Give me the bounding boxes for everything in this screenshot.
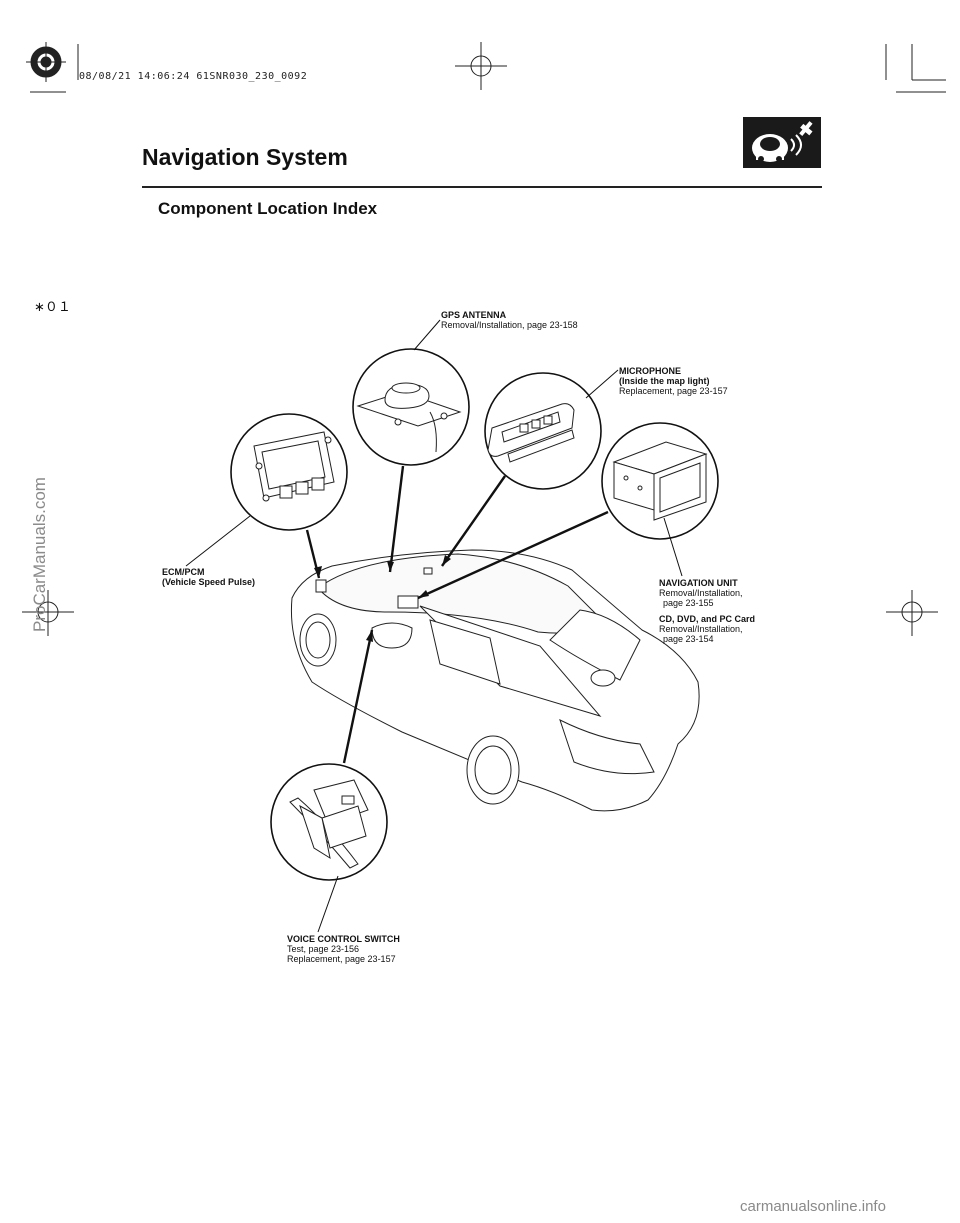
voice-control-switch-drawing bbox=[289, 779, 369, 869]
page-title: Navigation System bbox=[142, 144, 348, 170]
margin-mark: ∗０１ bbox=[34, 300, 71, 315]
page-reference-link[interactable]: Removal/Installation, page 23-158 bbox=[441, 320, 578, 330]
page-reference-link[interactable]: Removal/Installation, bbox=[659, 588, 743, 598]
arrowheads bbox=[314, 555, 451, 642]
navigation-satellite-icon bbox=[743, 117, 821, 168]
component-name: MICROPHONE bbox=[619, 366, 682, 376]
page-reference-link[interactable]: Test, page 23-156 bbox=[287, 944, 360, 954]
callout-microphone: MICROPHONE (Inside the map light) Replac… bbox=[619, 366, 728, 396]
component-name: CD, DVD, and PC Card bbox=[659, 614, 756, 624]
microphone-map-light-drawing bbox=[487, 403, 575, 463]
sedan-car-outline bbox=[290, 549, 700, 812]
callout-pointer-lines bbox=[185, 319, 683, 933]
component-location-note: (Inside the map light) bbox=[619, 376, 710, 386]
page-reference-link[interactable]: Removal/Installation, bbox=[659, 624, 743, 634]
callout-ecm-pcm: ECM/PCM (Vehicle Speed Pulse) bbox=[162, 567, 255, 587]
title-rule bbox=[142, 186, 822, 188]
page-reference-link[interactable]: Replacement, page 23-157 bbox=[287, 954, 396, 964]
print-stamp: 08/08/21 14:06:24 61SNR030_230_0092 bbox=[79, 71, 308, 82]
registration-target bbox=[26, 42, 66, 82]
page-reference-link[interactable]: page 23-155 bbox=[663, 598, 714, 608]
callout-gps-antenna: GPS ANTENNA Removal/Installation, page 2… bbox=[441, 310, 578, 330]
gps-antenna-drawing bbox=[356, 382, 462, 453]
ecm-pcm-drawing bbox=[253, 431, 335, 502]
page-reference-link[interactable]: page 23-154 bbox=[663, 634, 714, 644]
component-name: NAVIGATION UNIT bbox=[659, 578, 738, 588]
component-location-note: (Vehicle Speed Pulse) bbox=[162, 577, 256, 587]
callout-voice-control-switch: VOICE CONTROL SWITCH Test, page 23-156 R… bbox=[287, 934, 400, 964]
side-watermark: ProCarManuals.com bbox=[30, 477, 49, 632]
callout-leader-lines bbox=[305, 465, 609, 764]
section-title: Component Location Index bbox=[158, 199, 378, 218]
page-reference-link[interactable]: Replacement, page 23-157 bbox=[619, 386, 728, 396]
navigation-unit-drawing bbox=[612, 441, 708, 521]
component-name: GPS ANTENNA bbox=[441, 310, 507, 320]
callout-navigation-unit: NAVIGATION UNIT Removal/Installation, pa… bbox=[659, 578, 743, 608]
callout-cd-dvd-pc-card: CD, DVD, and PC Card Removal/Installatio… bbox=[659, 614, 755, 644]
component-name: ECM/PCM bbox=[162, 567, 205, 577]
component-name: VOICE CONTROL SWITCH bbox=[287, 934, 400, 944]
bottom-watermark[interactable]: carmanualsonline.info bbox=[740, 1198, 886, 1215]
